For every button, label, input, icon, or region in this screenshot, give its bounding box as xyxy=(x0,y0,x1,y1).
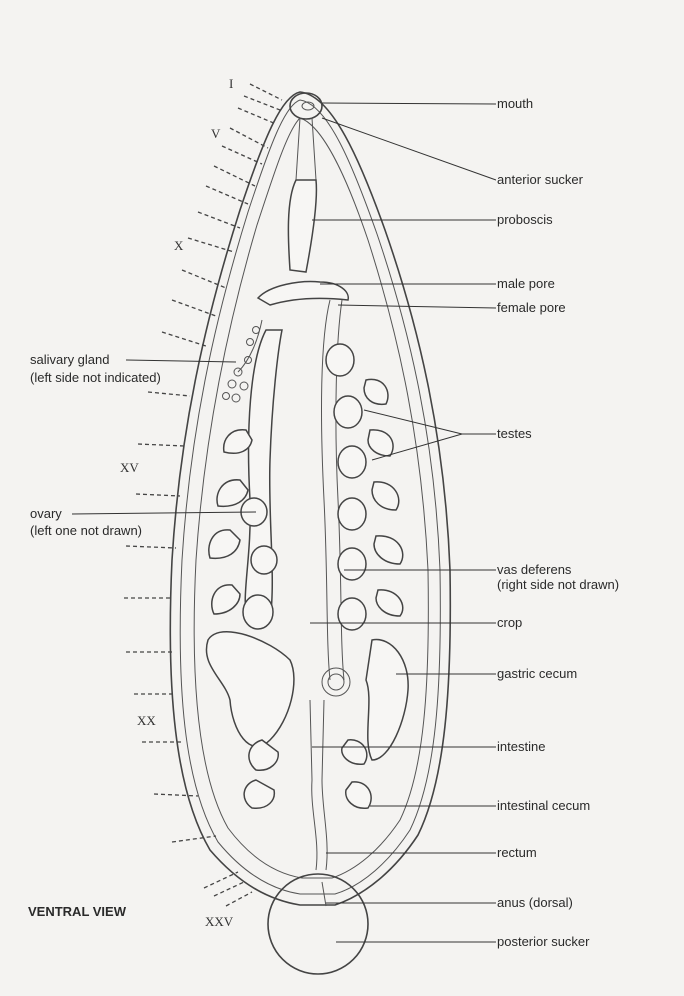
label-rectum: rectum xyxy=(497,845,537,860)
crop-diverticula-right xyxy=(363,378,404,617)
label-crop: crop xyxy=(497,615,523,630)
crop-diverticula-left xyxy=(208,429,253,615)
body-annuli xyxy=(179,99,441,895)
testis-1 xyxy=(325,343,355,377)
salivary-gland-cluster xyxy=(222,319,263,403)
testis-6 xyxy=(337,597,367,631)
label-vas-deferens-note: (right side not drawn) xyxy=(497,577,620,592)
body-cavity xyxy=(193,117,429,879)
left-testis-1 xyxy=(242,594,274,630)
view-title: VENTRAL VIEW xyxy=(28,904,126,919)
vas-deferens-coil xyxy=(321,667,351,697)
segment-label-1: I xyxy=(229,76,234,91)
testis-3 xyxy=(337,445,367,479)
gastric-cecum-shape xyxy=(205,631,295,748)
left-testis-2 xyxy=(250,545,278,575)
mouth-opening xyxy=(301,101,315,111)
segment-ticks xyxy=(124,83,283,907)
segment-label-15: XV xyxy=(120,460,139,475)
proboscis-shape xyxy=(287,179,318,273)
male-pore-organ xyxy=(256,280,349,306)
leader-lines xyxy=(71,102,497,943)
anus-mark xyxy=(321,881,327,907)
label-testes: testes xyxy=(497,426,532,441)
intestine-lobes-right xyxy=(341,739,372,809)
label-vas-deferens: vas deferens xyxy=(497,562,572,577)
label-intestinal-cecum: intestinal cecum xyxy=(497,798,591,813)
label-mouth: mouth xyxy=(497,96,534,111)
label-gastric-cecum: gastric cecum xyxy=(497,666,578,681)
label-posterior-sucker: posterior sucker xyxy=(497,934,590,949)
pharynx xyxy=(295,117,317,181)
segment-label-5: V xyxy=(211,126,221,141)
segment-label-25: XXV xyxy=(205,914,234,929)
rectum-tube xyxy=(311,779,328,871)
gastric-cecum-right xyxy=(365,638,409,761)
testis-4 xyxy=(337,497,367,531)
label-salivary-gland: salivary gland xyxy=(30,352,110,367)
testis-5 xyxy=(337,547,367,581)
crop-shape xyxy=(244,329,283,621)
label-anus: anus (dorsal) xyxy=(497,895,573,910)
vas-deferens-coil-inner xyxy=(327,673,345,691)
posterior-sucker-shape xyxy=(267,873,369,975)
body-outline-outer xyxy=(169,91,452,906)
label-ovary-note: (left one not drawn) xyxy=(30,523,143,538)
label-male-pore: male pore xyxy=(497,276,555,291)
segment-label-20: XX xyxy=(137,713,156,728)
label-salivary-gland-note: (left side not indicated) xyxy=(30,370,161,385)
intestine-tube xyxy=(309,699,325,781)
label-proboscis: proboscis xyxy=(497,212,553,227)
label-anterior-sucker: anterior sucker xyxy=(497,172,583,187)
label-intestine: intestine xyxy=(497,739,546,754)
label-ovary: ovary xyxy=(30,506,62,521)
label-female-pore: female pore xyxy=(497,300,566,315)
mouth-shape xyxy=(289,92,323,120)
testis-2 xyxy=(333,395,363,429)
segment-label-10: X xyxy=(174,238,184,253)
intestine-lobes-left xyxy=(243,739,279,809)
